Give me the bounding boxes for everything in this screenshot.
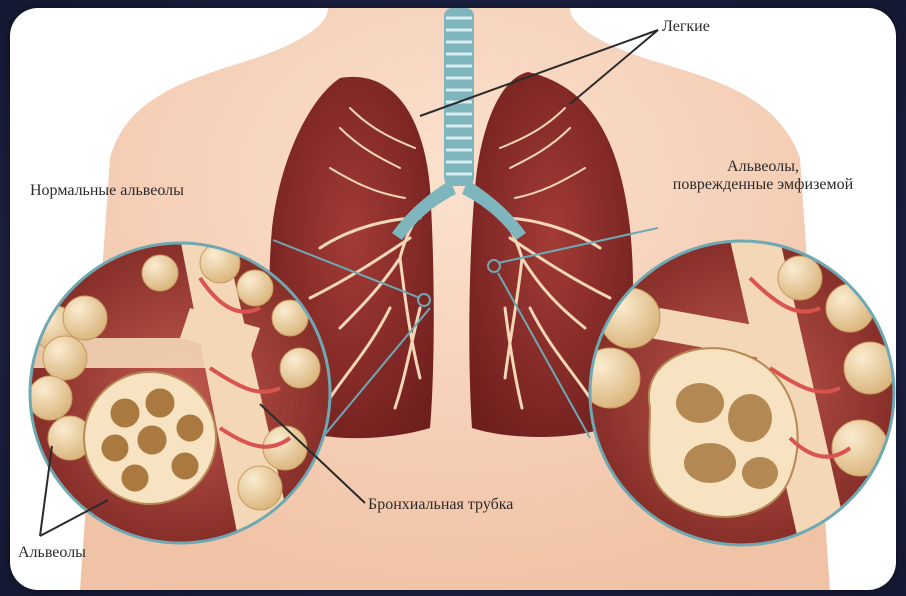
- alveoli-label: Альвеолы: [18, 544, 86, 562]
- damaged-alveoli-label: Альвеолы, поврежденные эмфиземой: [630, 158, 896, 195]
- lungs-label: Легкие: [662, 18, 710, 36]
- diagram-card: Легкие Нормальные альвеолы Альвеолы, пов…: [10, 8, 896, 590]
- normal-alveoli-label: Нормальные альвеолы: [30, 182, 184, 200]
- bronchial-tube-label: Бронхиальная трубка: [368, 496, 513, 514]
- damaged-alveoli-label-line2: поврежденные эмфиземой: [630, 176, 896, 194]
- normal-alveoli-zoom: [28, 238, 330, 548]
- damaged-alveoli-label-line1: Альвеолы,: [630, 158, 896, 176]
